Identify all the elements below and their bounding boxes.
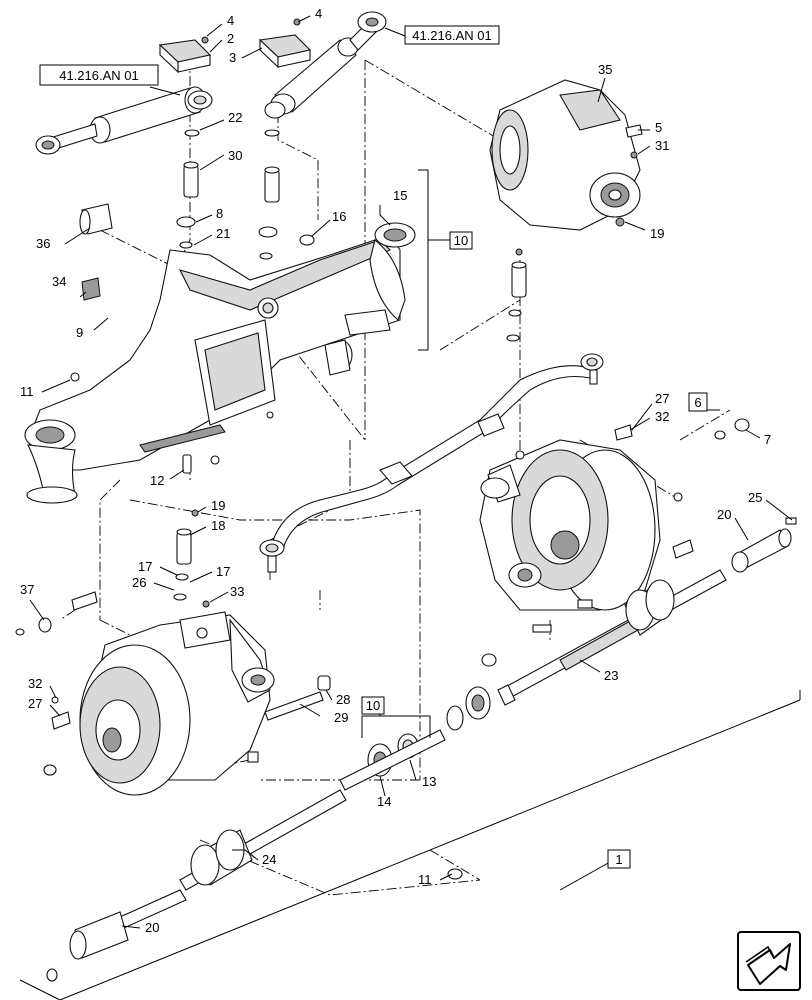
callout-19: 19: [650, 226, 664, 241]
callout-5: 5: [655, 120, 662, 135]
leader-lines: [19, 15, 801, 1000]
callout-24: 24: [262, 852, 276, 867]
callout-37: 37: [20, 582, 34, 597]
kingpin-parts-lower: [173, 509, 210, 608]
group-label-6: 6: [694, 395, 701, 410]
steering-cylinder-left: [35, 86, 213, 155]
callout-31: 31: [655, 138, 669, 153]
callout-14: 14: [377, 794, 391, 809]
kingpin-parts-right: [506, 248, 527, 342]
callout-9: 9: [76, 325, 83, 340]
callout-11: 11: [418, 872, 432, 887]
callout-33: 33: [230, 584, 244, 599]
callout-7: 7: [764, 432, 771, 447]
callout-2: 2: [227, 31, 234, 46]
group-label-10-lower: 10: [366, 698, 380, 713]
callout-12: 12: [150, 473, 164, 488]
callout-32: 32: [655, 409, 669, 424]
callout-11: 11: [20, 384, 34, 399]
callout-30: 30: [228, 148, 242, 163]
callout-23: 23: [604, 668, 618, 683]
group-box-1: 1: [607, 849, 631, 869]
group-label-1: 1: [615, 852, 622, 867]
next-page-arrow-icon[interactable]: [737, 931, 801, 991]
callout-16: 16: [332, 209, 346, 224]
callout-19: 19: [211, 498, 225, 513]
callout-22: 22: [228, 110, 242, 125]
axle-housing: [24, 222, 416, 504]
callout-32: 32: [28, 676, 42, 691]
callout-27: 27: [655, 391, 669, 406]
group-box-10-lower: 10: [361, 696, 385, 715]
group-box-10-upper: 10: [449, 231, 473, 250]
reference-box-right: 41.216.AN 01: [404, 25, 500, 45]
callout-28: 28: [336, 692, 350, 707]
callout-17: 17: [216, 564, 230, 579]
callout-26: 26: [132, 575, 146, 590]
callout-8: 8: [216, 206, 223, 221]
seal-kit-7: [714, 418, 750, 440]
steering-cylinder-right: [264, 11, 387, 119]
callout-13: 13: [422, 774, 436, 789]
callout-27: 27: [28, 696, 42, 711]
callout-15: 15: [393, 188, 407, 203]
drive-shaft-left: [46, 729, 463, 982]
callout-3: 3: [229, 50, 236, 65]
group-label-10-upper: 10: [454, 233, 468, 248]
callout-20: 20: [717, 507, 731, 522]
callout-4: 4: [315, 6, 322, 21]
callout-21: 21: [216, 226, 230, 241]
reference-box-left: 41.216.AN 01: [39, 64, 159, 86]
id-plate: [81, 277, 101, 301]
callout-25: 25: [748, 490, 762, 505]
hub-left: [15, 591, 331, 796]
callout-18: 18: [211, 518, 225, 533]
callout-34: 34: [52, 274, 66, 289]
reference-label-right: 41.216.AN 01: [412, 28, 492, 43]
callout-17: 17: [138, 559, 152, 574]
kingpin-parts-upper: [79, 129, 353, 376]
callout-36: 36: [36, 236, 50, 251]
callout-20: 20: [145, 920, 159, 935]
drive-shaft-right: [497, 517, 797, 706]
callout-35: 35: [598, 62, 612, 77]
group-box-6: 6: [688, 392, 708, 412]
callout-4: 4: [227, 13, 234, 28]
callouts: 4 2 3 4 35 5 31 19 22 30 8 21 15 16 36 3…: [20, 6, 771, 935]
clamp-plates: [158, 18, 312, 74]
tie-rod: [259, 353, 604, 573]
small-fasteners: [70, 372, 274, 474]
callout-29: 29: [334, 710, 348, 725]
hub-right: [479, 424, 694, 667]
reference-label-left: 41.216.AN 01: [59, 68, 139, 83]
differential-housing: [489, 79, 643, 231]
